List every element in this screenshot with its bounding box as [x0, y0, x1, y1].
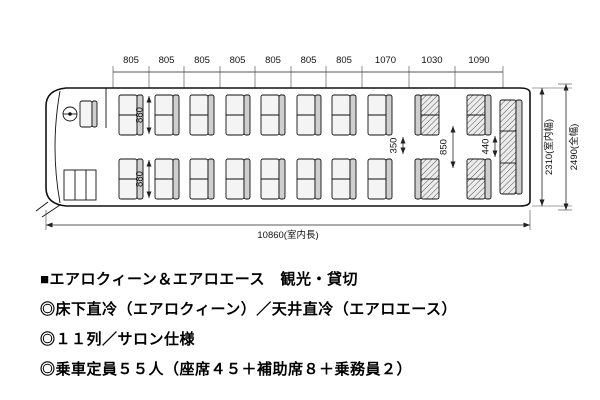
steering-wheel-icon — [62, 106, 78, 122]
seat — [154, 158, 180, 200]
width-dimensions: 2310(室内幅) 2490(全幅) — [532, 83, 580, 211]
rear-bench-seat — [499, 99, 523, 195]
seat — [296, 94, 322, 136]
interior-length-dim-label: 10860(室内長) — [257, 229, 318, 241]
seat — [189, 158, 215, 200]
pitch-dim-label-8: 1070 — [375, 55, 396, 66]
seat — [331, 94, 357, 136]
salon-seat — [414, 158, 440, 200]
spec-line-rows: ◎１１列／サロン仕様 — [40, 331, 196, 348]
spec-text-block: ■エアロクィーン＆エアロエース 観光・貸切 ◎床下直冷（エアロクィーン）／天井直… — [0, 248, 600, 379]
spec-line-cooling: ◎床下直冷（エアロクィーン）／天井直冷（エアロエース） — [40, 301, 458, 318]
door-mirror-arm — [35, 201, 61, 218]
seat — [154, 94, 180, 136]
salon-dim-label-350: 350 — [389, 138, 400, 154]
seat-width-dimensions: 880 880 — [135, 96, 152, 198]
pitch-dim-label-5: 805 — [265, 55, 281, 66]
pitch-dim-label-10: 1090 — [468, 55, 489, 66]
salon-seat — [466, 158, 492, 200]
pitch-dim-label-4: 805 — [230, 55, 246, 66]
spec-line-capacity: ◎乗車定員５５人（座席４５＋補助席８＋乗務員２） — [40, 361, 413, 378]
salon-seat — [414, 94, 440, 136]
pitch-dim-label-7: 805 — [336, 55, 352, 66]
bus-floorplan-diagram: 805 805 805 805 805 805 805 1070 1030 10… — [35, 55, 580, 241]
seat — [260, 158, 286, 200]
salon-seat — [466, 94, 492, 136]
seat — [367, 158, 393, 200]
salon-dim-label-440: 440 — [481, 139, 492, 155]
seat — [189, 94, 215, 136]
spec-title: ■エアロクィーン＆エアロエース 観光・貸切 — [40, 271, 359, 288]
seat — [225, 158, 251, 200]
driver-seat — [79, 100, 98, 128]
pitch-dim-label-6: 805 — [301, 55, 317, 66]
seat — [260, 94, 286, 136]
windshield-line — [54, 90, 61, 204]
pitch-dim-label-9: 1030 — [421, 55, 442, 66]
interior-length-dimension: 10860(室内長) — [45, 210, 531, 241]
seat — [296, 158, 322, 200]
seat — [225, 94, 251, 136]
interior-width-dim-label: 2310(室内幅) — [543, 119, 555, 175]
seat-width-dim-label-bottom: 880 — [135, 171, 146, 187]
seat-width-dim-label-top: 880 — [135, 107, 146, 123]
seat-pitch-dimension-chain: 805 805 805 805 805 805 805 1070 1030 10… — [112, 55, 504, 88]
pitch-dim-label-2: 805 — [159, 55, 175, 66]
pitch-dim-label-3: 805 — [194, 55, 210, 66]
salon-seats — [414, 94, 523, 200]
salon-dimensions: 350 850 440 — [389, 126, 498, 168]
seat — [331, 158, 357, 200]
overall-width-dim-label: 2490(全幅) — [568, 124, 580, 170]
salon-dim-label-850: 850 — [439, 139, 450, 155]
entrance-steps — [63, 169, 97, 201]
pitch-dim-label-1: 805 — [123, 55, 139, 66]
seat — [367, 94, 393, 136]
